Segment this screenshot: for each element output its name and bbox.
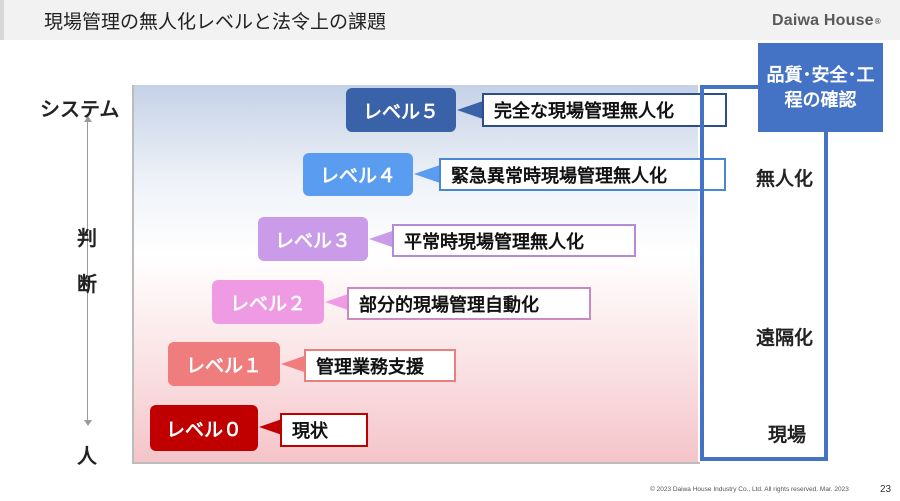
level-3-box: レベル３ — [258, 217, 368, 261]
page-title: 現場管理の無人化レベルと法令上の課題 — [44, 11, 387, 33]
verification-frame — [700, 85, 828, 461]
level-5-description: 完全な現場管理無人化 — [482, 93, 727, 127]
axis-label-human: 人 — [77, 444, 97, 468]
level-2-description: 部分的現場管理自動化 — [347, 287, 591, 320]
level-1-pointer — [281, 355, 307, 373]
level-0-box: レベル０ — [150, 405, 258, 451]
level-3-description: 平常時現場管理無人化 — [392, 224, 636, 257]
axis-label-judgment-2: 断 — [77, 272, 97, 296]
judgment-arrow-line — [87, 121, 88, 422]
label-remote: 遠隔化 — [756, 327, 814, 349]
axis-label-system: システム — [40, 97, 120, 121]
label-site: 現場 — [768, 424, 807, 446]
level-4-box: レベル４ — [303, 153, 413, 196]
level-1-description: 管理業務支援 — [304, 349, 456, 382]
arrow-up-icon — [84, 116, 92, 122]
level-5-box: レベル５ — [346, 88, 456, 132]
level-2-pointer — [325, 293, 351, 311]
axis-label-judgment-1: 判 — [77, 226, 97, 250]
quality-safety-process-badge: 品質･安全･工程の確認 — [758, 43, 883, 132]
registered-mark: ® — [874, 17, 881, 26]
vertical-axis-line — [132, 85, 134, 463]
arrow-down-icon — [84, 420, 92, 426]
level-2-box: レベル２ — [212, 280, 324, 324]
level-4-description: 緊急異常時現場管理無人化 — [439, 158, 726, 191]
level-5-pointer — [457, 101, 483, 119]
level-0-pointer — [259, 418, 285, 436]
title-bar — [0, 0, 900, 40]
level-3-pointer — [369, 230, 395, 248]
copyright-text: © 2023 Daiwa House Industry Co., Ltd. Al… — [650, 486, 849, 493]
title-accent — [0, 0, 4, 40]
level-4-pointer — [414, 165, 440, 183]
page-number: 23 — [880, 484, 892, 495]
horizontal-axis-line — [132, 462, 700, 464]
logo-text: Daiwa House — [772, 12, 874, 29]
label-unmanned: 無人化 — [756, 168, 814, 190]
level-0-description: 現状 — [280, 413, 368, 447]
level-diagram-area — [133, 85, 698, 463]
company-logo: Daiwa House® — [772, 12, 881, 30]
level-1-box: レベル１ — [168, 342, 280, 386]
